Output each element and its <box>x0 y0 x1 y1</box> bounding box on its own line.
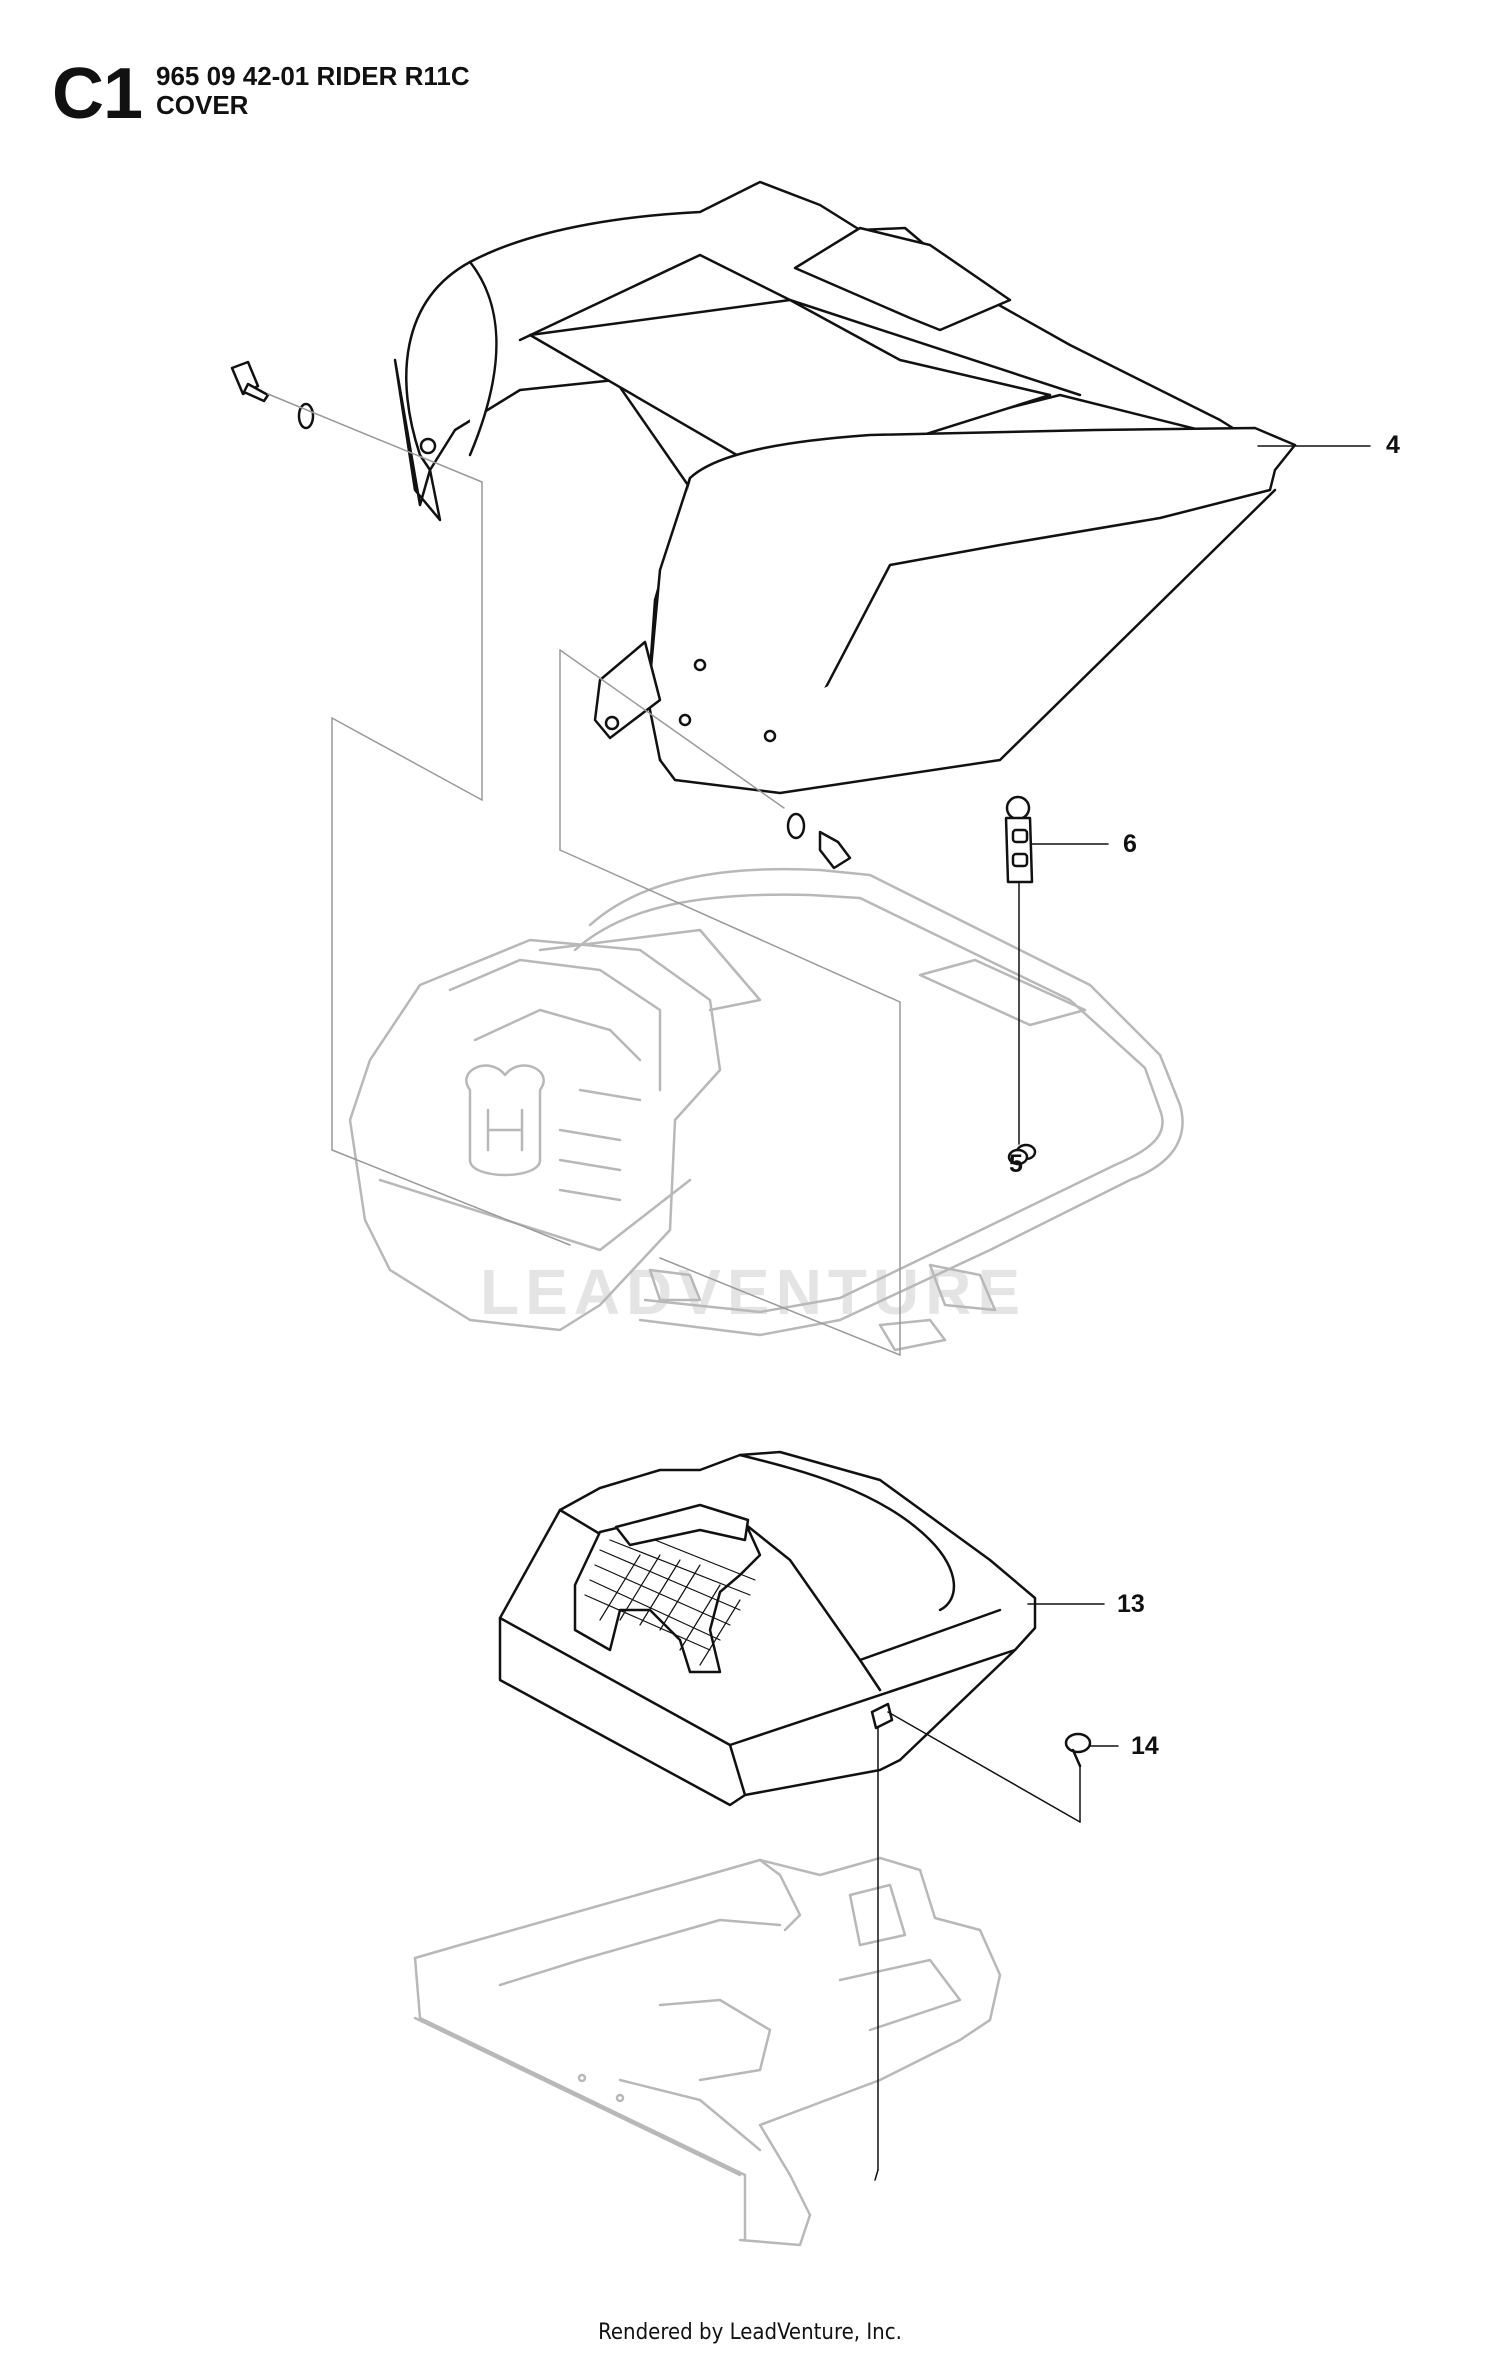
context-frame-and-seat <box>348 867 1184 1352</box>
callout-6[interactable]: 6 <box>1123 830 1137 858</box>
part-6-adjuster[interactable] <box>1004 795 1034 884</box>
part-4-rear-cover[interactable] <box>393 180 1297 795</box>
bolt-left[interactable] <box>230 360 315 430</box>
callout-14[interactable]: 14 <box>1131 1732 1159 1760</box>
part-13-front-hood[interactable] <box>498 1450 1037 1807</box>
part-14-screw[interactable] <box>1064 1732 1092 1768</box>
section-code: C1 <box>52 54 143 134</box>
callout-13[interactable]: 13 <box>1117 1590 1145 1618</box>
part-5-knob[interactable] <box>1007 1143 1037 1166</box>
footer-credit: Rendered by LeadVenture, Inc. <box>598 2320 902 2345</box>
assembly-subtitle: COVER <box>156 90 249 120</box>
callout-5[interactable]: 5 <box>1009 1150 1023 1178</box>
callout-4[interactable]: 4 <box>1386 431 1400 459</box>
reference-lines <box>267 393 901 1356</box>
model-title: 965 09 42-01 RIDER R11C <box>156 61 470 91</box>
context-chassis <box>413 1856 1002 2247</box>
bolt-right[interactable] <box>786 812 852 870</box>
leader-lines <box>874 445 1371 2181</box>
